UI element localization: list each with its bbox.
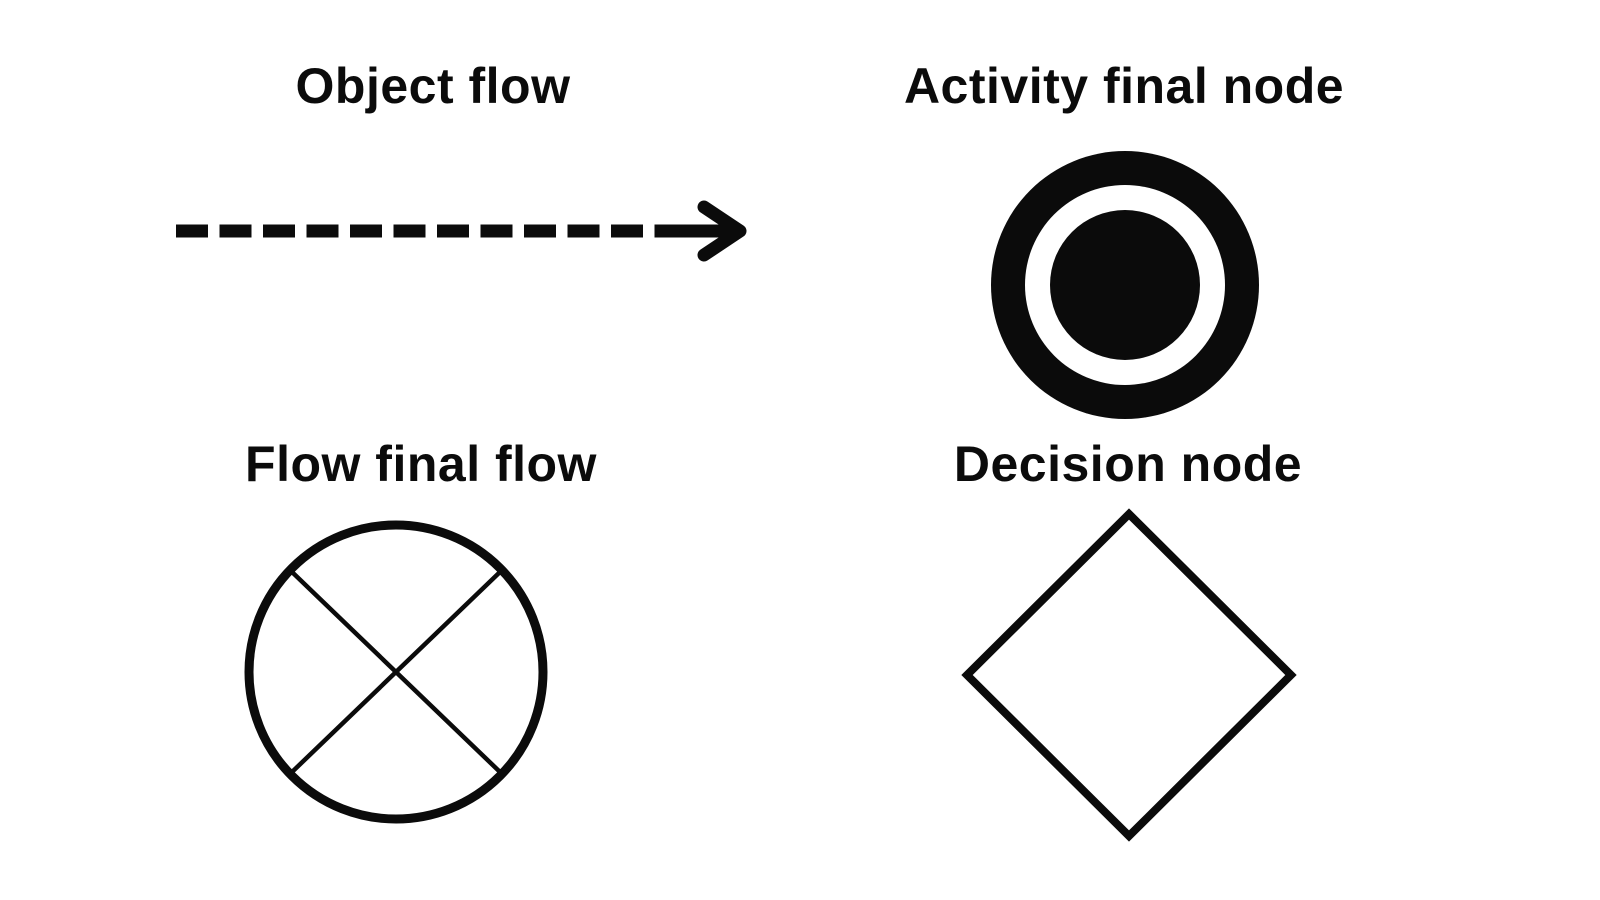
object-flow-label: Object flow (295, 58, 571, 114)
decision-node-label: Decision node (953, 436, 1303, 492)
activity-final-node-label: Activity final node (903, 58, 1345, 114)
decision-node-icon (961, 508, 1297, 842)
decision-diamond (961, 508, 1297, 842)
dashed-arrow-head (679, 200, 747, 262)
flow-final-flow-label: Flow final flow (245, 436, 597, 492)
object-flow-dashed-arrow-icon (176, 200, 747, 262)
flow-final-node-icon (244, 520, 548, 824)
activity-final-core (1050, 210, 1200, 360)
flow-final-circle (244, 520, 548, 824)
flow-final-cross-line-2 (290, 570, 502, 774)
activity-final-node-icon (991, 151, 1259, 419)
